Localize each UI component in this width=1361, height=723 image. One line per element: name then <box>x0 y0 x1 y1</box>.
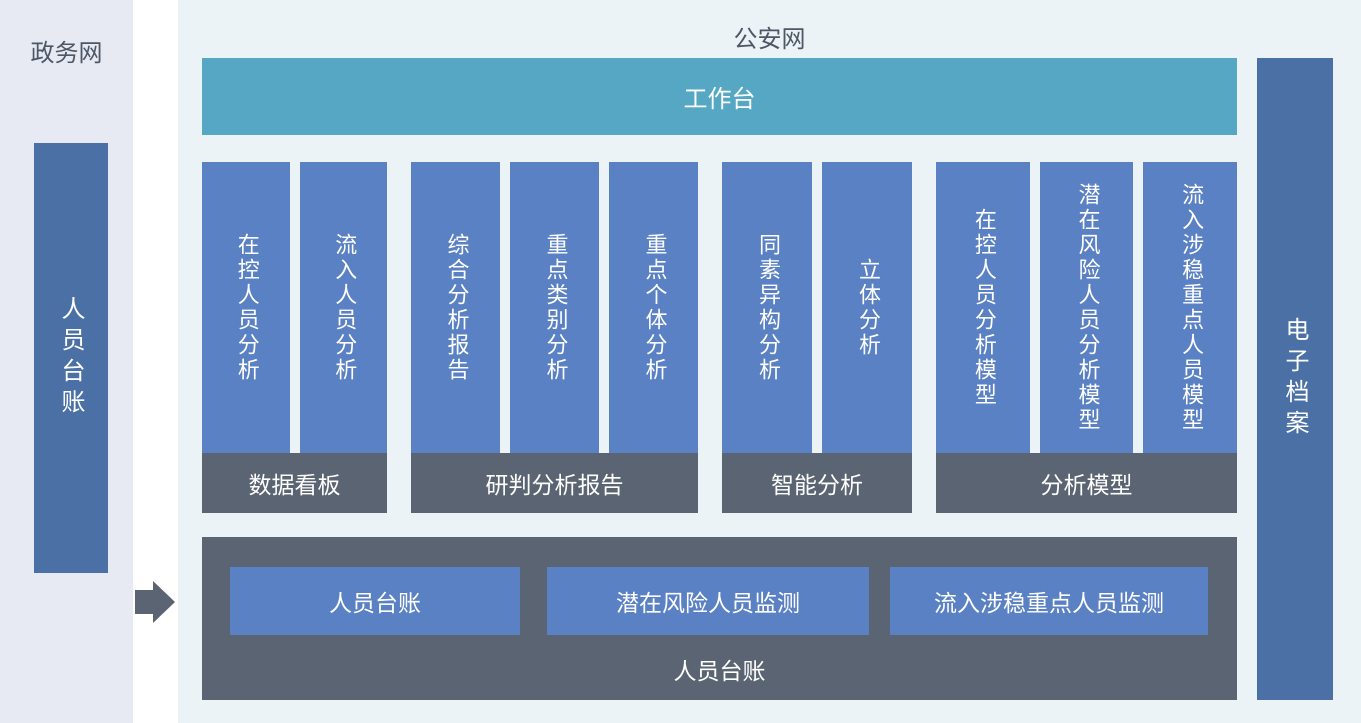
right-arrow-icon <box>135 581 175 623</box>
group-footer-label: 智能分析 <box>771 473 863 499</box>
module-label: 重点个体分析 <box>641 232 667 383</box>
personnel-ledger-panel-label: 人员台账 <box>673 659 766 685</box>
module-label: 在控人员分析 <box>233 232 259 383</box>
workbench-bar-label: 工作台 <box>683 85 756 113</box>
inflow-key-personnel-monitoring-block: 流入涉稳重点人员监测 <box>890 567 1208 635</box>
module-comprehensive-analysis-report: 综合分析报告 <box>411 162 500 453</box>
group-analysis-report: 综合分析报告 重点类别分析 重点个体分析 研判分析报告 <box>411 162 698 513</box>
module-label: 潜在风险人员分析模型 <box>1074 182 1100 433</box>
personnel-ledger-block: 人员台账 <box>230 567 520 635</box>
module-key-individual-analysis: 重点个体分析 <box>609 162 698 453</box>
group-footer-data-dashboard: 数据看板 <box>202 453 387 513</box>
personnel-ledger-panel: 人员台账 潜在风险人员监测 流入涉稳重点人员监测 人员台账 <box>202 537 1237 700</box>
module-isomeric-analysis: 同素异构分析 <box>722 162 812 453</box>
personnel-ledger-side-bar-label: 人员台账 <box>57 296 85 420</box>
module-inflow-key-personnel-model: 流入涉稳重点人员模型 <box>1143 162 1238 453</box>
module-potential-risk-personnel-analysis-model: 潜在风险人员分析模型 <box>1039 162 1134 453</box>
group-footer-analysis-report: 研判分析报告 <box>411 453 698 513</box>
workbench-bar: 工作台 <box>202 58 1237 135</box>
personnel-ledger-side-bar: 人员台账 <box>34 143 108 573</box>
public-security-network-title: 公安网 <box>733 25 806 53</box>
module-label: 在控人员分析模型 <box>970 207 996 408</box>
group-footer-intelligent-analysis: 智能分析 <box>722 453 912 513</box>
module-label: 立体分析 <box>855 257 880 358</box>
module-label: 重点类别分析 <box>542 232 568 383</box>
module-in-control-personnel-analysis: 在控人员分析 <box>202 162 290 453</box>
module-label: 流入人员分析 <box>331 232 357 383</box>
module-label: 流入涉稳重点人员模型 <box>1178 182 1204 433</box>
module-label: 综合分析报告 <box>443 232 469 383</box>
group-analysis-models-columns: 在控人员分析模型 潜在风险人员分析模型 流入涉稳重点人员模型 <box>936 162 1238 453</box>
electronic-archive-bar: 电子档案 <box>1257 58 1333 700</box>
module-in-control-personnel-analysis-model: 在控人员分析模型 <box>936 162 1030 453</box>
block-label: 潜在风险人员监测 <box>616 591 800 617</box>
group-intelligent-analysis: 同素异构分析 立体分析 智能分析 <box>722 162 912 513</box>
group-analysis-report-columns: 综合分析报告 重点类别分析 重点个体分析 <box>411 162 698 453</box>
electronic-archive-bar-label: 电子档案 <box>1281 317 1309 441</box>
potential-risk-personnel-monitoring-block: 潜在风险人员监测 <box>547 567 869 635</box>
group-data-dashboard-columns: 在控人员分析 流入人员分析 <box>202 162 387 453</box>
module-inflow-personnel-analysis: 流入人员分析 <box>299 162 387 453</box>
government-network-title: 政务网 <box>30 39 103 67</box>
module-key-category-analysis: 重点类别分析 <box>510 162 599 453</box>
module-label: 同素异构分析 <box>755 232 780 383</box>
group-footer-label: 分析模型 <box>1040 473 1133 499</box>
group-footer-label: 数据看板 <box>248 473 341 499</box>
group-footer-label: 研判分析报告 <box>485 473 624 499</box>
group-data-dashboard: 在控人员分析 流入人员分析 数据看板 <box>202 162 387 513</box>
government-network-panel: 政务网 人员台账 <box>0 0 133 723</box>
block-label: 流入涉稳重点人员监测 <box>934 591 1164 617</box>
module-stereo-analysis: 立体分析 <box>822 162 912 453</box>
group-analysis-models: 在控人员分析模型 潜在风险人员分析模型 流入涉稳重点人员模型 分析模型 <box>936 162 1238 513</box>
group-intelligent-analysis-columns: 同素异构分析 立体分析 <box>722 162 912 453</box>
block-label: 人员台账 <box>329 591 421 617</box>
public-security-network-panel: 公安网 工作台 在控人员分析 流入人员分析 数据看板 综合分析报告 <box>178 0 1361 723</box>
group-footer-analysis-models: 分析模型 <box>936 453 1237 513</box>
